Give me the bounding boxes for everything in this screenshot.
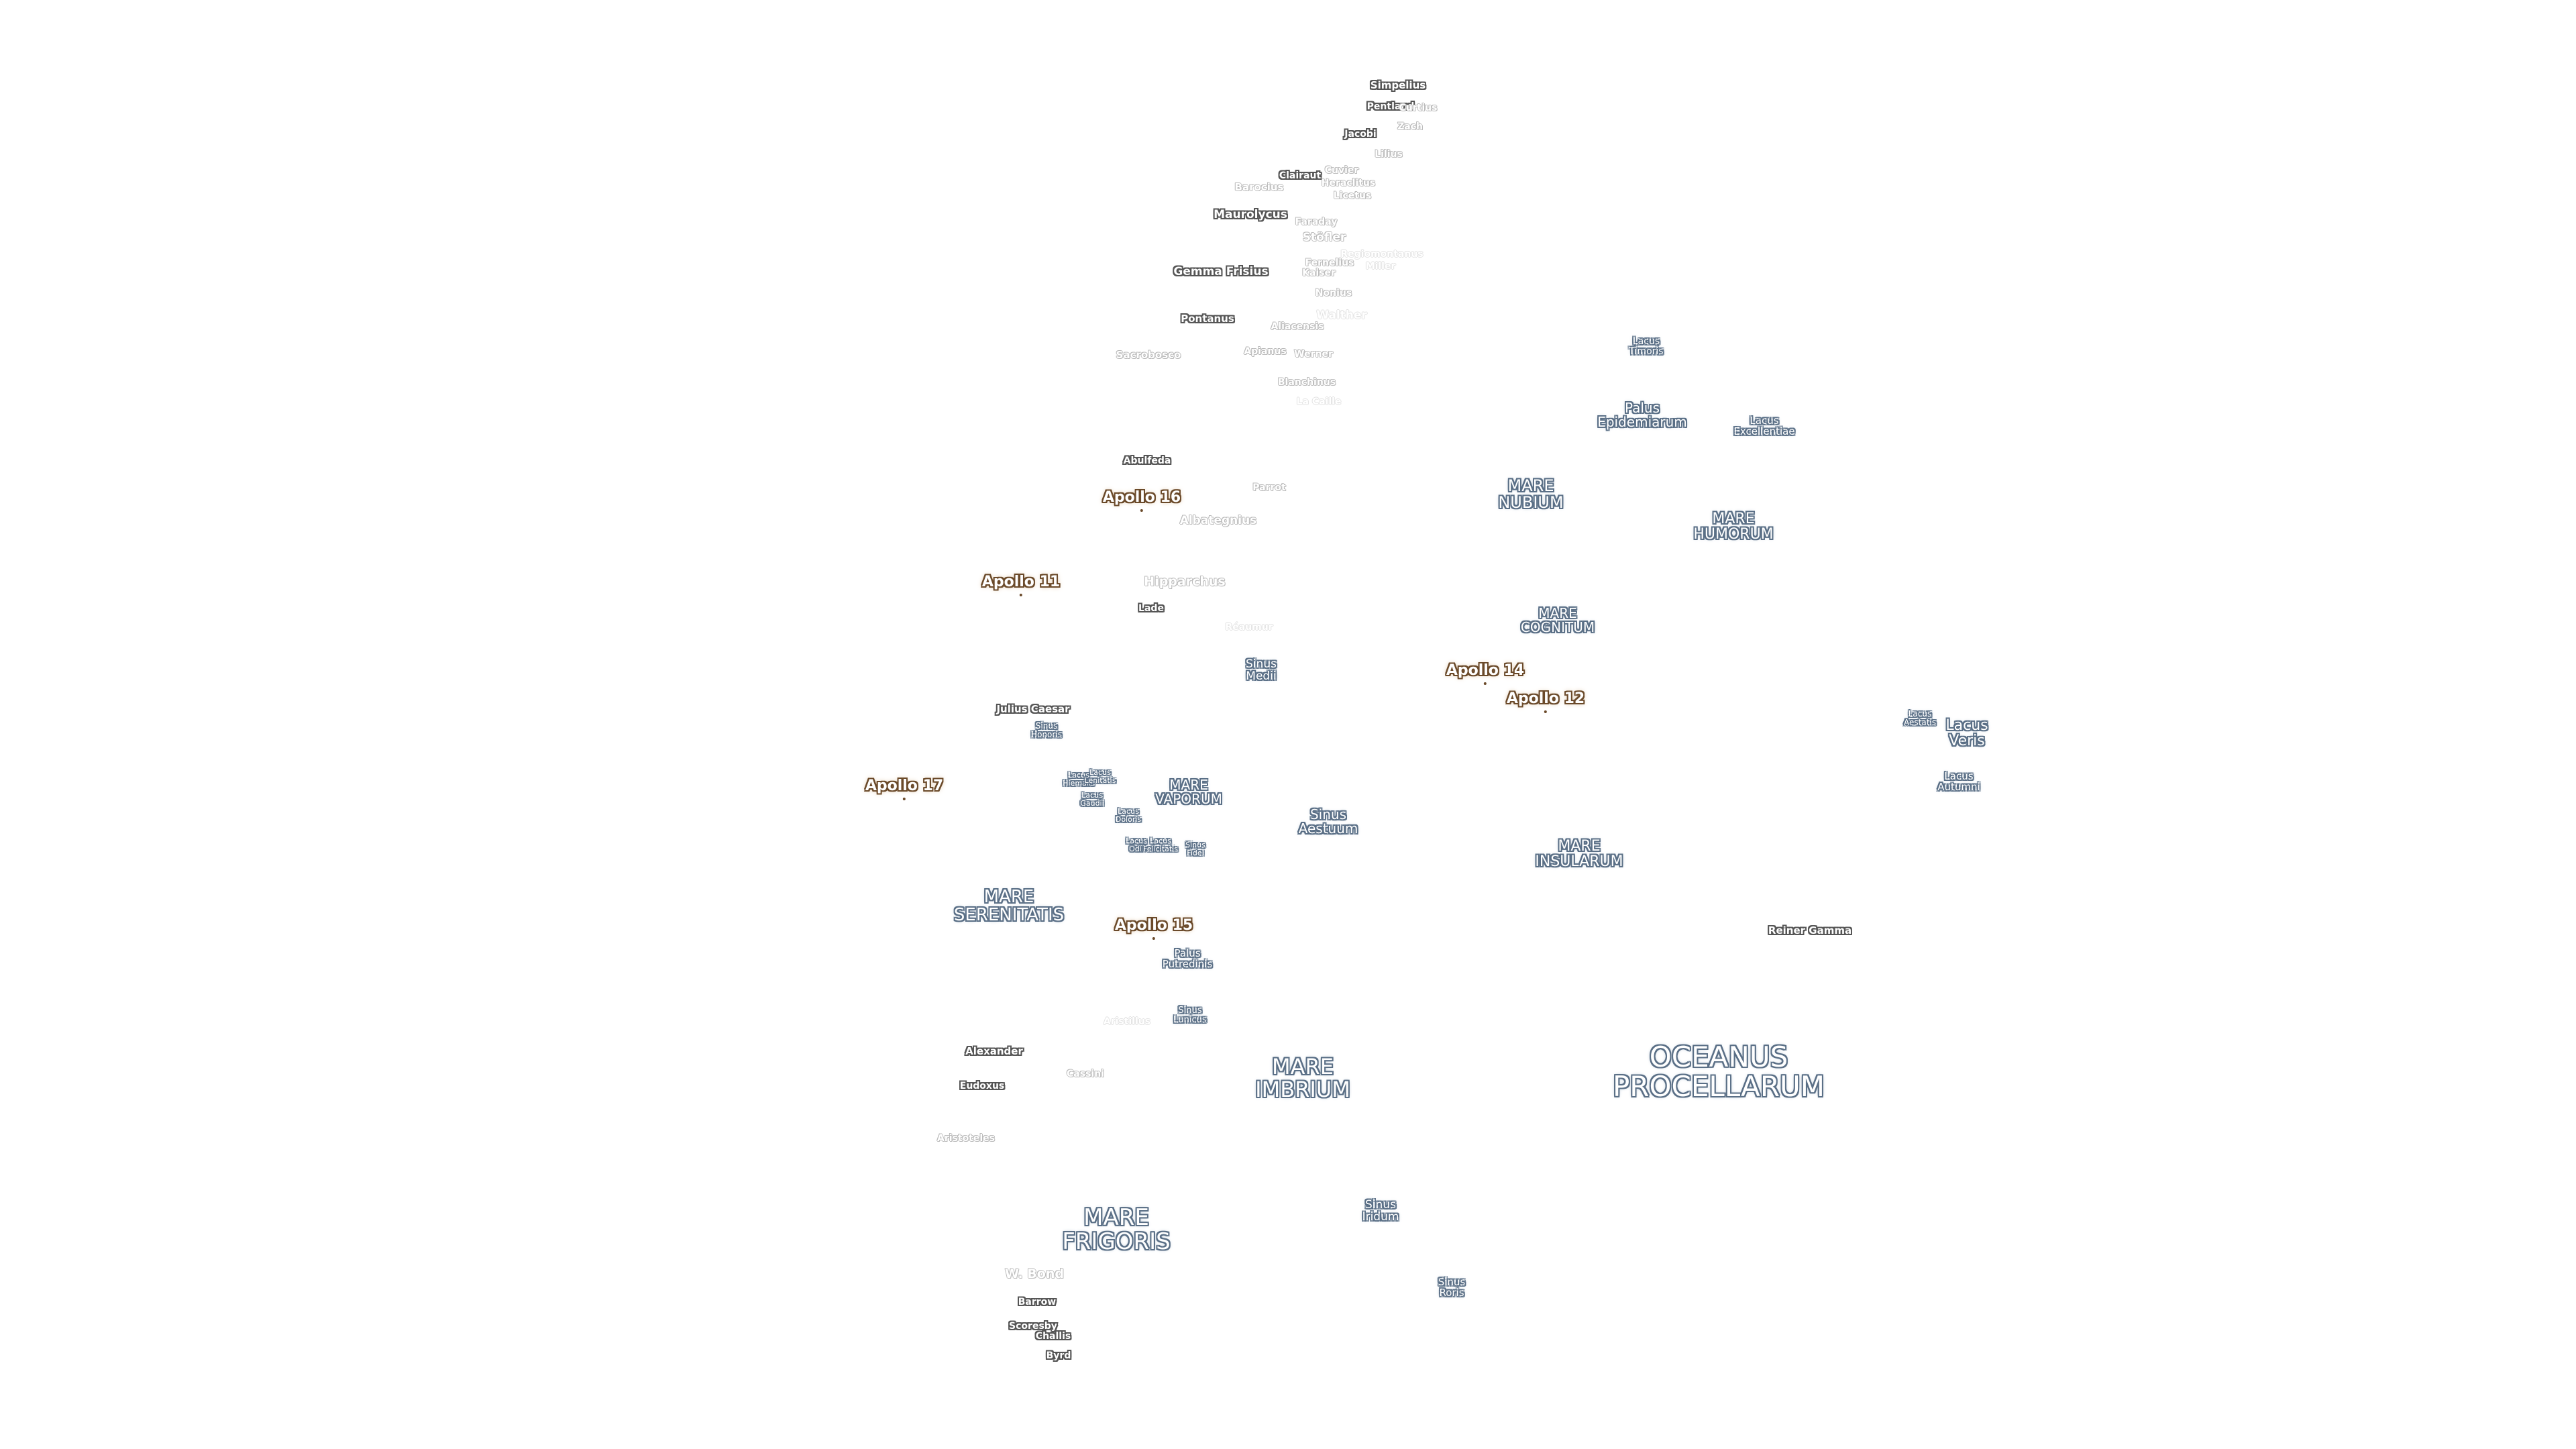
apollo-15-site[interactable]: Apollo 15 [1114,917,1193,941]
feature-label[interactable]: Lacus Aestatis [1904,709,1936,727]
crater-label[interactable]: Lade [1138,603,1164,614]
feature-label[interactable]: Lacus Timoris [1629,336,1664,357]
feature-label[interactable]: Sinus Aestuum [1298,806,1358,837]
crater-label[interactable]: Aristillus [1103,1016,1151,1027]
crater-label[interactable]: Regiomontanus [1340,249,1424,260]
feature-label[interactable]: Sinus Medii [1246,657,1277,683]
mare-label[interactable]: MARE SERENITATIS [953,887,1065,926]
crater-label[interactable]: Lilius [1375,149,1403,160]
feature-label[interactable]: Lacus Autumni [1937,770,1980,793]
apollo-17-site[interactable]: Apollo 17 [865,777,944,801]
crater-label[interactable]: Aliacensis [1271,321,1324,332]
crater-label[interactable]: Parrot [1252,482,1286,493]
crater-label[interactable]: Byrd [1046,1350,1071,1361]
feature-label[interactable]: Lacus Odii [1126,837,1147,853]
mare-label[interactable]: OCEANUS PROCELLARUM [1612,1040,1825,1104]
crater-label[interactable]: Alexander [965,1045,1023,1057]
feature-label[interactable]: Sinus Roris [1438,1276,1466,1299]
crater-label[interactable]: Pentland [1366,101,1415,112]
crater-label[interactable]: Werner [1294,349,1333,360]
crater-label[interactable]: Fernelius [1305,258,1354,268]
apollo-11-site[interactable]: Apollo 11 [981,574,1061,597]
crater-label[interactable]: Hipparchus [1144,574,1226,589]
crater-label[interactable]: Gemma Frisius [1173,265,1269,278]
crater-label[interactable]: Cuvier [1324,165,1359,176]
feature-label[interactable]: Lacus Veris [1945,717,1988,750]
mare-label[interactable]: MARE FRIGORIS [1062,1204,1171,1255]
feature-label[interactable]: Lacus Felicitatis [1143,837,1178,853]
crater-label[interactable]: Miller [1365,261,1396,272]
apollo-14-site[interactable]: Apollo 14 [1446,662,1525,686]
crater-label[interactable]: La Caille [1296,396,1342,407]
crater-label[interactable]: Stöfler [1302,231,1346,244]
feature-label[interactable]: Lacus Lenitatis [1084,768,1116,785]
feature-label[interactable]: Palus Epidemiarum [1597,400,1687,430]
crater-label[interactable]: Curtius [1399,103,1438,113]
feature-label[interactable]: Palus Putredinis [1162,947,1213,970]
crater-label[interactable]: Barocius [1234,181,1284,193]
feature-label[interactable]: Lacus Gaudii [1080,791,1104,808]
mare-label[interactable]: MARE IMBRIUM [1255,1054,1350,1102]
feature-label[interactable]: Lacus Hiemalis [1063,771,1095,788]
crater-label[interactable]: W. Bond [1005,1267,1064,1281]
crater-label[interactable]: Sacrobosco [1116,349,1181,361]
mare-label[interactable]: MARE NUBIUM [1498,476,1564,513]
crater-label[interactable]: Simpelius [1370,79,1426,91]
crater-label[interactable]: Heraclitus [1321,178,1376,189]
crater-label[interactable]: Albategnius [1179,514,1257,527]
apollo-16-site[interactable]: Apollo 16 [1102,489,1181,513]
feature-label[interactable]: Lacus Excellentiae [1733,415,1795,437]
mare-label[interactable]: MARE COGNITUM [1520,605,1595,635]
crater-label[interactable]: Kaiser [1302,268,1336,278]
apollo-12-site[interactable]: Apollo 12 [1506,690,1585,714]
crater-label[interactable]: Clairaut [1279,170,1322,181]
crater-label[interactable]: Jacobi [1344,129,1377,140]
crater-label[interactable]: Aristoteles [937,1133,995,1144]
feature-label[interactable]: Sinus Honoris [1031,721,1062,739]
crater-label[interactable]: Pontanus [1181,313,1234,325]
feature-label[interactable]: Sinus Lunicus [1173,1006,1207,1025]
crater-label[interactable]: Faraday [1295,217,1338,227]
crater-label[interactable]: Challis [1035,1331,1071,1342]
crater-label[interactable]: Apianus [1244,346,1287,357]
feature-label[interactable]: Lacus Doloris [1115,807,1142,824]
feature-label[interactable]: Sinus Fidei [1185,841,1205,857]
mare-label[interactable]: MARE HUMORUM [1693,511,1774,543]
mare-label[interactable]: MARE INSULARUM [1535,838,1623,871]
crater-label[interactable]: Blanchinus [1277,377,1336,388]
crater-label[interactable]: Walther [1316,309,1367,322]
crater-label[interactable]: Abulfeda [1123,455,1171,466]
crater-label[interactable]: Barrow [1018,1297,1057,1307]
feature-label[interactable]: Sinus Iridum [1362,1198,1399,1224]
crater-label[interactable]: Nonius [1315,288,1352,299]
crater-label[interactable]: Maurolycus [1214,208,1287,221]
crater-label[interactable]: Licetus [1333,191,1372,201]
crater-label[interactable]: Réaumur [1225,622,1273,633]
crater-label[interactable]: Cassini [1067,1069,1104,1079]
crater-label[interactable]: Scoresby [1009,1321,1057,1332]
crater-label[interactable]: Reiner Gamma [1768,924,1852,936]
crater-label[interactable]: Zach [1397,121,1423,132]
crater-label[interactable]: Eudoxus [959,1081,1005,1091]
crater-label[interactable]: Julius Caesar [996,703,1070,715]
mare-label[interactable]: MARE VAPORUM [1155,777,1222,807]
